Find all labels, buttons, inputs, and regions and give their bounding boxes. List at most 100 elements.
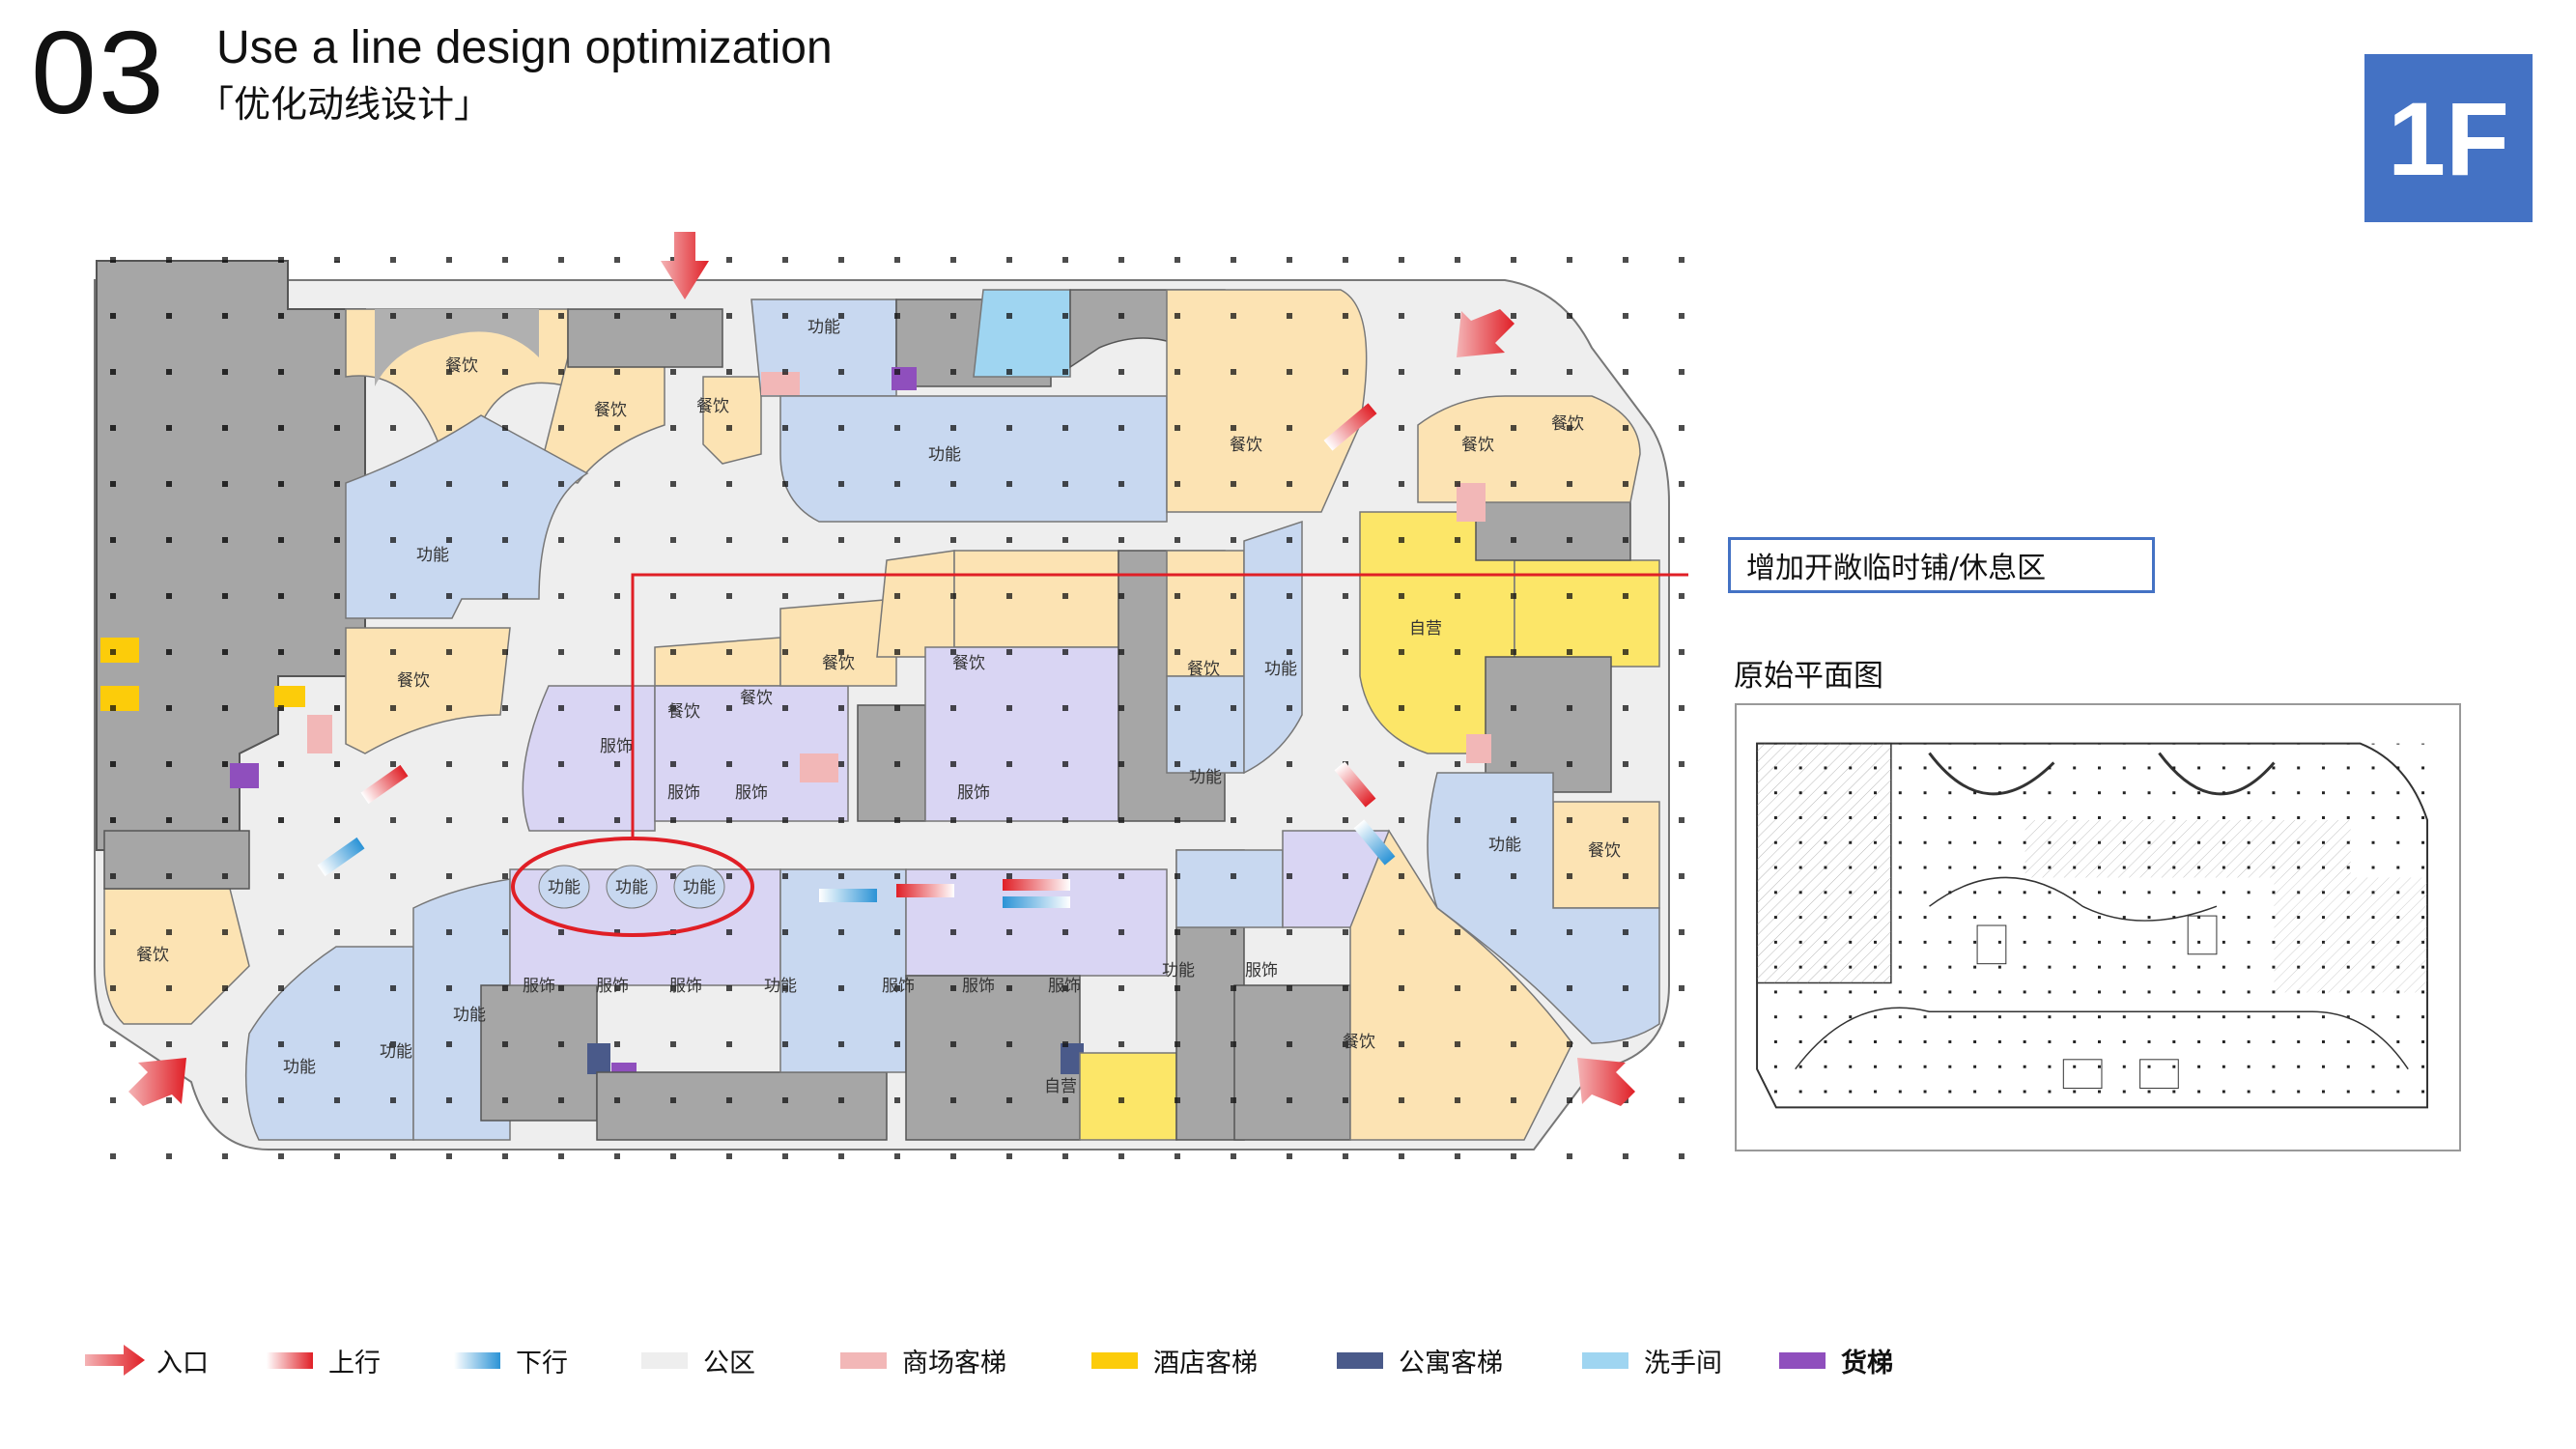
legend-label: 商场客梯 (902, 1348, 1006, 1378)
zone-apparel-center-left (522, 685, 656, 832)
label-apparel: 服饰 (1048, 977, 1081, 996)
escalator-down-center (819, 889, 877, 902)
label-function: 功能 (548, 878, 580, 897)
hotel-elevator-3 (274, 686, 305, 707)
hotel-elevator-1 (100, 638, 139, 663)
hotel-elevator-2 (100, 686, 139, 711)
legend-item-hotel-elevator: 酒店客梯 (1091, 1343, 1258, 1378)
label-dining: 餐饮 (822, 654, 855, 673)
legend-label: 洗手间 (1644, 1348, 1722, 1378)
mall-elevator-right (1457, 483, 1486, 522)
label-dining: 餐饮 (1588, 841, 1621, 861)
apartment-elevator-bottom (587, 1043, 610, 1074)
label-function: 功能 (1189, 768, 1222, 787)
legend-item-mall-elevator: 商场客梯 (840, 1343, 1006, 1378)
label-dining: 餐饮 (696, 397, 729, 416)
label-dining: 餐饮 (740, 689, 773, 708)
zone-dining-center-3 (876, 550, 955, 658)
legend-swatch-washroom (1582, 1351, 1628, 1369)
legend-label: 公寓客梯 (1399, 1348, 1503, 1378)
freight-elevator-left (230, 763, 259, 788)
escalator-down-left (317, 837, 365, 877)
label-apparel: 服饰 (882, 977, 915, 996)
label-function: 功能 (380, 1042, 412, 1062)
zone-core-top-mid-left (567, 308, 723, 368)
label-apparel: 服饰 (667, 783, 700, 803)
legend-label: 货梯 (1841, 1348, 1893, 1378)
entrance-arrow-top-right (1457, 309, 1514, 357)
label-dining: 餐饮 (594, 401, 627, 420)
zone-core-bottom-1 (480, 984, 598, 1122)
entrance-arrow-top (661, 232, 709, 299)
label-apparel: 服饰 (957, 783, 990, 803)
mall-elevator-center (800, 753, 838, 782)
label-apparel: 服饰 (596, 977, 629, 996)
original-floor-plan (1735, 703, 2461, 1151)
zone-function-top-center (779, 395, 1168, 523)
label-dining: 餐饮 (1187, 660, 1220, 679)
legend-label: 公区 (703, 1348, 755, 1378)
legend-item-freight-elevator: 货梯 (1779, 1343, 1893, 1378)
legend-item-public: 公区 (641, 1343, 755, 1378)
mall-elevator-top (761, 372, 800, 395)
zone-core-center (857, 704, 926, 822)
freight-elevator-top (892, 367, 917, 390)
page-title-chinese: 「优化动线设计」 (197, 83, 492, 126)
floor-badge: 1F (2364, 54, 2533, 222)
label-apparel: 服饰 (962, 977, 995, 996)
zone-dining-top-right (1166, 289, 1368, 513)
zone-core-right-mid (1485, 656, 1612, 793)
zone-function-center-right (1166, 675, 1245, 774)
zone-apparel-center-3 (924, 646, 1119, 822)
entrance-arrow-bottom-right (1577, 1058, 1635, 1106)
label-apparel: 服饰 (523, 977, 555, 996)
label-dining: 餐饮 (1551, 414, 1584, 434)
label-self-operated: 自营 (1409, 619, 1442, 639)
zone-core-bottom-3 (905, 975, 1081, 1141)
mall-elevator-right-2 (1466, 734, 1491, 763)
zone-core-bottom-5 (1233, 984, 1351, 1141)
label-function: 功能 (615, 878, 648, 897)
zone-dining-top-mid (702, 376, 762, 465)
label-dining: 餐饮 (952, 654, 985, 673)
zone-function-bottom-right (1175, 849, 1284, 928)
label-function: 功能 (807, 318, 840, 337)
legend-swatch-public (641, 1351, 688, 1369)
legend-item-up: 上行 (267, 1343, 381, 1378)
label-function: 功能 (453, 1006, 486, 1025)
label-self-operated: 自营 (1044, 1077, 1077, 1096)
legend-label: 酒店客梯 (1153, 1348, 1258, 1378)
legend-swatch-hotel-elevator (1091, 1351, 1138, 1369)
escalator-down-right (1353, 819, 1396, 866)
escalator-up-left (360, 764, 409, 805)
label-dining: 餐饮 (1461, 436, 1494, 455)
label-dining: 餐饮 (1230, 436, 1262, 455)
legend-swatch-apartment-elevator (1337, 1351, 1383, 1369)
zone-dining-right-top (1417, 395, 1641, 503)
temporary-kiosks (538, 865, 725, 909)
legend-label: 入口 (156, 1348, 209, 1378)
escalator-up-center-2 (1003, 879, 1070, 891)
label-function: 功能 (1488, 836, 1521, 855)
escalator-up-top-right (1323, 403, 1377, 451)
annotation-callout: 增加开敞临时铺/休息区 (1728, 537, 2155, 593)
label-dining: 餐饮 (1343, 1033, 1375, 1052)
label-apparel: 服饰 (600, 737, 633, 756)
legend-item-apartment-elevator: 公寓客梯 (1337, 1343, 1503, 1378)
legend-swatch-freight-elevator (1779, 1351, 1826, 1369)
zone-self-operated-bottom (1079, 1052, 1177, 1141)
label-apparel: 服饰 (735, 783, 768, 803)
legend-item-down: 下行 (454, 1343, 568, 1378)
escalator-up-center (896, 884, 954, 897)
page-title-english: Use a line design optimization (216, 22, 833, 73)
legend-swatch-up (267, 1351, 313, 1369)
legend-item-entrance: 入口 (85, 1343, 209, 1378)
label-function: 功能 (1264, 660, 1297, 679)
escalator-down-center-2 (1003, 896, 1070, 908)
zone-core-bottom-left (103, 830, 250, 890)
label-function: 功能 (683, 878, 716, 897)
legend-label: 下行 (516, 1348, 568, 1378)
label-apparel: 服饰 (669, 977, 702, 996)
zone-dining-center-5 (1166, 550, 1245, 677)
label-dining: 餐饮 (136, 946, 169, 965)
